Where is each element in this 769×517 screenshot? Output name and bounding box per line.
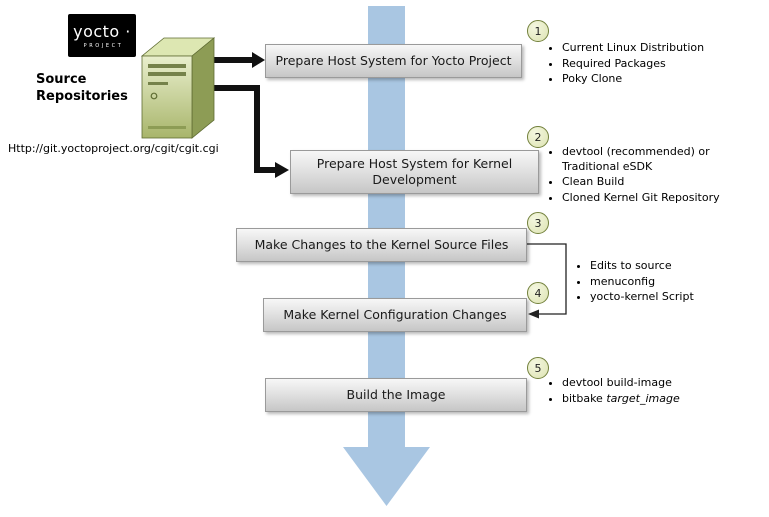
bullet-item: menuconfig (590, 275, 755, 290)
server-icon (140, 37, 216, 139)
yocto-logo-subtitle: PROJECT (83, 42, 124, 49)
bullet-item: Required Packages (562, 57, 767, 72)
step-number-5: 5 (527, 357, 549, 379)
bullet-item: Poky Clone (562, 72, 767, 87)
step-bullets-2: devtool (recommended) or Traditional eSD… (548, 144, 762, 206)
step-box-5: Build the Image (265, 378, 527, 412)
bullet-item: bitbake target_image (562, 392, 769, 407)
step-label-2: Prepare Host System for Kernel Developme… (316, 156, 513, 187)
bullet-item: Edits to source (590, 259, 755, 274)
source-repositories-label: Source Repositories (36, 72, 128, 104)
step-box-1: Prepare Host System for Yocto Project (265, 44, 522, 78)
yocto-logo-text: yocto · (73, 21, 131, 41)
bullet-item: Cloned Kernel Git Repository (562, 191, 762, 206)
step-number-2: 2 (527, 126, 549, 148)
flow-arrow-head (343, 447, 430, 506)
step-bullets-1: Current Linux Distribution Required Pack… (548, 40, 767, 88)
step-box-3: Make Changes to the Kernel Source Files (236, 228, 527, 262)
step-box-4: Make Kernel Configuration Changes (263, 298, 527, 332)
yocto-logo: yocto · PROJECT (68, 14, 136, 57)
bracket-connector-steps-3-4 (526, 243, 567, 319)
step-number-4: 4 (527, 282, 549, 304)
step-bullets-5: devtool build-image bitbake target_image (548, 375, 769, 407)
bullet-item: yocto-kernel Script (590, 290, 755, 305)
step-bullets-3-4: Edits to source menuconfig yocto-kernel … (576, 258, 755, 306)
bullet-item: devtool build-image (562, 376, 769, 391)
bullet-item-italic-text: target_image (606, 391, 680, 405)
bullet-item: devtool (recommended) or Traditional eSD… (562, 145, 762, 174)
bullet-item: Clean Build (562, 175, 762, 190)
bullet-item-text: bitbake (562, 391, 607, 405)
step-label-4: Make Kernel Configuration Changes (283, 307, 507, 322)
bullet-item: Current Linux Distribution (562, 41, 767, 56)
step-label-1: Prepare Host System for Yocto Project (275, 53, 512, 68)
step-label-3: Make Changes to the Kernel Source Files (254, 237, 509, 252)
source-repositories-url: Http://git.yoctoproject.org/cgit/cgit.cg… (8, 142, 219, 155)
step-number-3: 3 (527, 212, 549, 234)
step-label-5: Build the Image (346, 387, 446, 402)
step-box-2: Prepare Host System for Kernel Developme… (290, 150, 539, 194)
step-number-1: 1 (527, 20, 549, 42)
